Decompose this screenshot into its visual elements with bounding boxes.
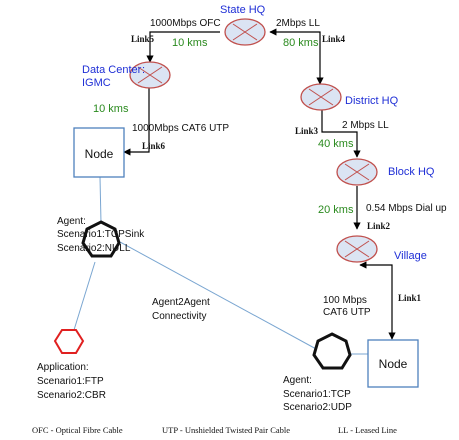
link1-line [359, 261, 396, 340]
link3-label: Link3 [295, 126, 319, 136]
link5-label: Link5 [131, 34, 155, 44]
distance-block-village: 20 kms [318, 204, 354, 216]
site-label-data-center: Data Center [82, 64, 142, 76]
link4-label: Link4 [322, 34, 346, 44]
router-block-hq[interactable] [336, 158, 378, 186]
bandwidth-state-dc: 1000Mbps OFC [150, 18, 221, 29]
link6-label: Link6 [142, 141, 166, 151]
site-label-block-hq: Block HQ [388, 166, 435, 178]
agent-left-title: Agent: [57, 216, 86, 227]
agent-link-left-node [99, 176, 102, 224]
router-district-hq[interactable] [300, 83, 342, 111]
bandwidth-state-district: 2Mbps LL [276, 18, 320, 29]
site-label-village: Village [394, 250, 427, 262]
link1-label: Link1 [398, 293, 422, 303]
link6-line [123, 88, 150, 156]
agent-right-scenario2: Scenario2:UDP [283, 402, 352, 413]
site-label-state-hq: State HQ [220, 4, 266, 16]
bandwidth-district-block: 2 Mbps LL [342, 120, 389, 131]
bandwidth-village-node-1: 100 Mbps [323, 295, 367, 306]
application-scenario1: Scenario1:FTP [37, 376, 104, 387]
agent-right-scenario1: Scenario1:TCP [283, 389, 351, 400]
distance-district-block: 40 kms [318, 138, 354, 150]
link4-line [269, 28, 324, 85]
legend-ll: LL - Leased Line [338, 425, 397, 435]
application-title: Application: [37, 362, 89, 373]
agent-right-title: Agent: [283, 375, 312, 386]
connectivity-label-1: Agent2Agent [152, 297, 210, 308]
router-state-hq[interactable] [224, 18, 266, 46]
agent-left-scenario2: Scenario2:NULL [57, 243, 131, 254]
node-right-box[interactable] [367, 339, 419, 388]
distance-state-dc: 10 kms [172, 37, 208, 49]
agent-right-heptagon[interactable] [312, 332, 352, 370]
node-left-label: Node [85, 147, 114, 161]
link3-line [321, 110, 361, 158]
application-hexagon[interactable] [53, 329, 85, 354]
site-label-data-center-colon: : [142, 64, 145, 76]
distance-state-district: 80 kms [283, 37, 319, 49]
distance-dc-node: 10 kms [93, 103, 129, 115]
link5-line [146, 31, 220, 63]
bandwidth-dc-node: 1000Mbps CAT6 UTP [132, 123, 229, 134]
connectivity-label-2: Connectivity [152, 311, 206, 322]
bandwidth-village-node-2: CAT6 UTP [323, 307, 371, 318]
site-label-district-hq: District HQ [345, 95, 399, 107]
agent2agent-line [119, 241, 319, 351]
application-scenario2: Scenario2:CBR [37, 390, 106, 401]
link2-label: Link2 [367, 221, 391, 231]
bandwidth-block-village: 0.54 Mbps Dial up [366, 203, 447, 214]
agent-left-scenario1: Scenario1:TCPSink [57, 229, 145, 240]
router-village[interactable] [336, 235, 378, 263]
router-data-center[interactable] [129, 61, 171, 89]
node-left-box[interactable] [73, 127, 125, 178]
site-label-igmc: IGMC [82, 77, 111, 89]
agent-link-app [73, 261, 96, 331]
agent-left-heptagon[interactable] [81, 220, 121, 258]
node-right-label: Node [379, 357, 408, 371]
legend-ofc: OFC - Optical Fibre Cable [32, 425, 123, 435]
legend-utp: UTP - Unshielded Twisted Pair Cable [162, 425, 290, 435]
